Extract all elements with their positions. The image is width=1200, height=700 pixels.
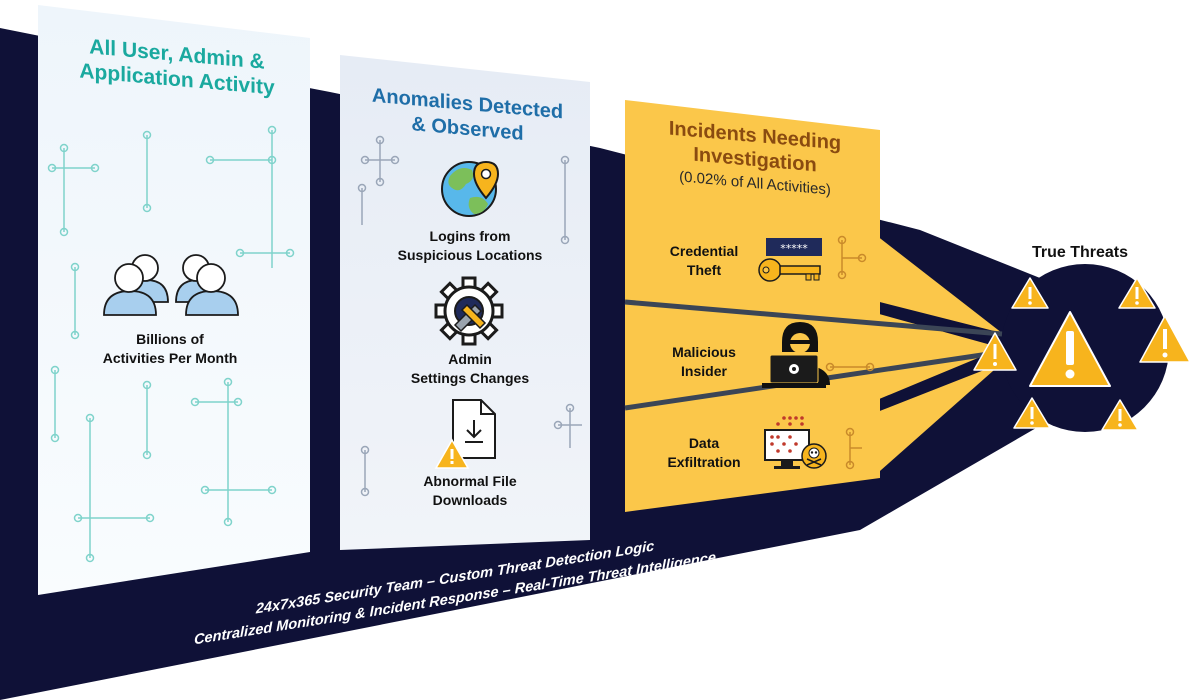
svg-text:*****: *****	[780, 242, 808, 255]
anomaly-label-logins: Logins from Suspicious Locations	[397, 228, 543, 263]
warning-triangles	[973, 277, 1191, 431]
warning-triangle-icon	[973, 332, 1017, 371]
warning-triangle-icon	[1011, 277, 1049, 309]
hacker-laptop-icon	[762, 322, 830, 388]
circuit-decoration-2	[357, 135, 582, 497]
gear-settings-icon	[434, 276, 504, 346]
file-download-warning-icon	[434, 399, 496, 469]
incident-rays	[872, 232, 1002, 478]
data-skull-monitor-icon	[764, 416, 827, 469]
circuit-decoration	[47, 125, 295, 563]
warning-triangle-icon	[1101, 399, 1139, 431]
password-key-icon: *****	[758, 238, 822, 282]
warning-triangle-icon	[1139, 315, 1191, 363]
activity-caption: Billions of Activities Per Month	[102, 331, 238, 366]
incident-label-credential: Credential Theft	[669, 243, 739, 278]
warning-triangle-icon	[1118, 277, 1156, 309]
anomaly-label-downloads: Abnormal File Downloads	[423, 473, 517, 508]
globe-location-icon	[441, 160, 500, 217]
warning-triangle-icon	[1013, 397, 1051, 429]
incident-label-exfiltration: Data Exfiltration	[667, 435, 741, 470]
circuit-decoration-3	[825, 235, 875, 470]
users-group-icon	[103, 254, 239, 316]
true-threats-label: True Threats	[1031, 244, 1129, 261]
incidents-panel	[625, 100, 880, 512]
activity-panel	[38, 5, 310, 595]
incident-divider-1	[624, 299, 1003, 337]
incident-label-insider: Malicious Insider	[672, 344, 736, 379]
warning-triangle-icon	[1029, 311, 1111, 387]
anomaly-label-admin: Admin Settings Changes	[410, 351, 530, 386]
